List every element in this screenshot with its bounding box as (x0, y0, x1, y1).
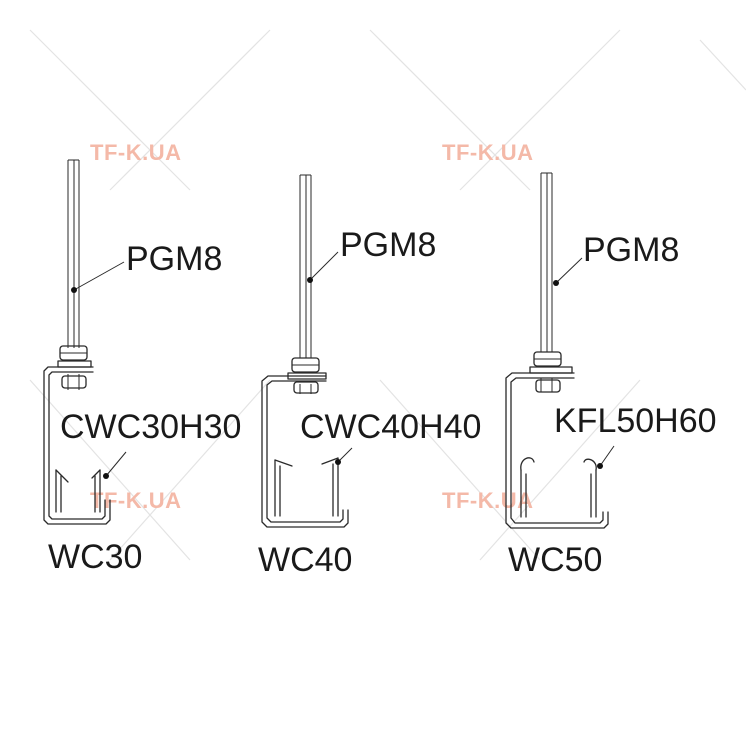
rod-label: PGM8 (126, 240, 222, 278)
assembly-wc50 (505, 172, 615, 529)
rod-label: PGM8 (583, 231, 679, 269)
clip-label: KFL50H60 (554, 402, 717, 440)
threaded-rod (67, 159, 80, 390)
watermark-text-2: TF-K.UA (442, 140, 533, 165)
watermark-text-3: TF-K.UA (90, 488, 181, 513)
leader-lines (307, 251, 353, 465)
channel-profile (505, 372, 609, 529)
profile-label: WC30 (48, 538, 142, 576)
leader-lines (553, 257, 615, 469)
clip-label: CWC30H30 (60, 408, 241, 446)
watermark-text-1: TF-K.UA (90, 140, 181, 165)
nut-washer (57, 345, 92, 389)
watermark-lines (29, 29, 746, 561)
profile-label: WC40 (258, 541, 352, 579)
threaded-rod (299, 174, 312, 394)
clip-label: CWC40H40 (300, 408, 481, 446)
watermark-text-4: TF-K.UA (442, 488, 533, 513)
leader-lines (71, 261, 127, 479)
assembly-wc40 (261, 174, 353, 528)
nut-washer (529, 351, 573, 393)
channel-profile (261, 375, 349, 528)
channel-profile (43, 366, 111, 525)
assembly-wc30 (43, 159, 127, 525)
rod-label: PGM8 (340, 226, 436, 264)
profile-label: WC50 (508, 541, 602, 579)
